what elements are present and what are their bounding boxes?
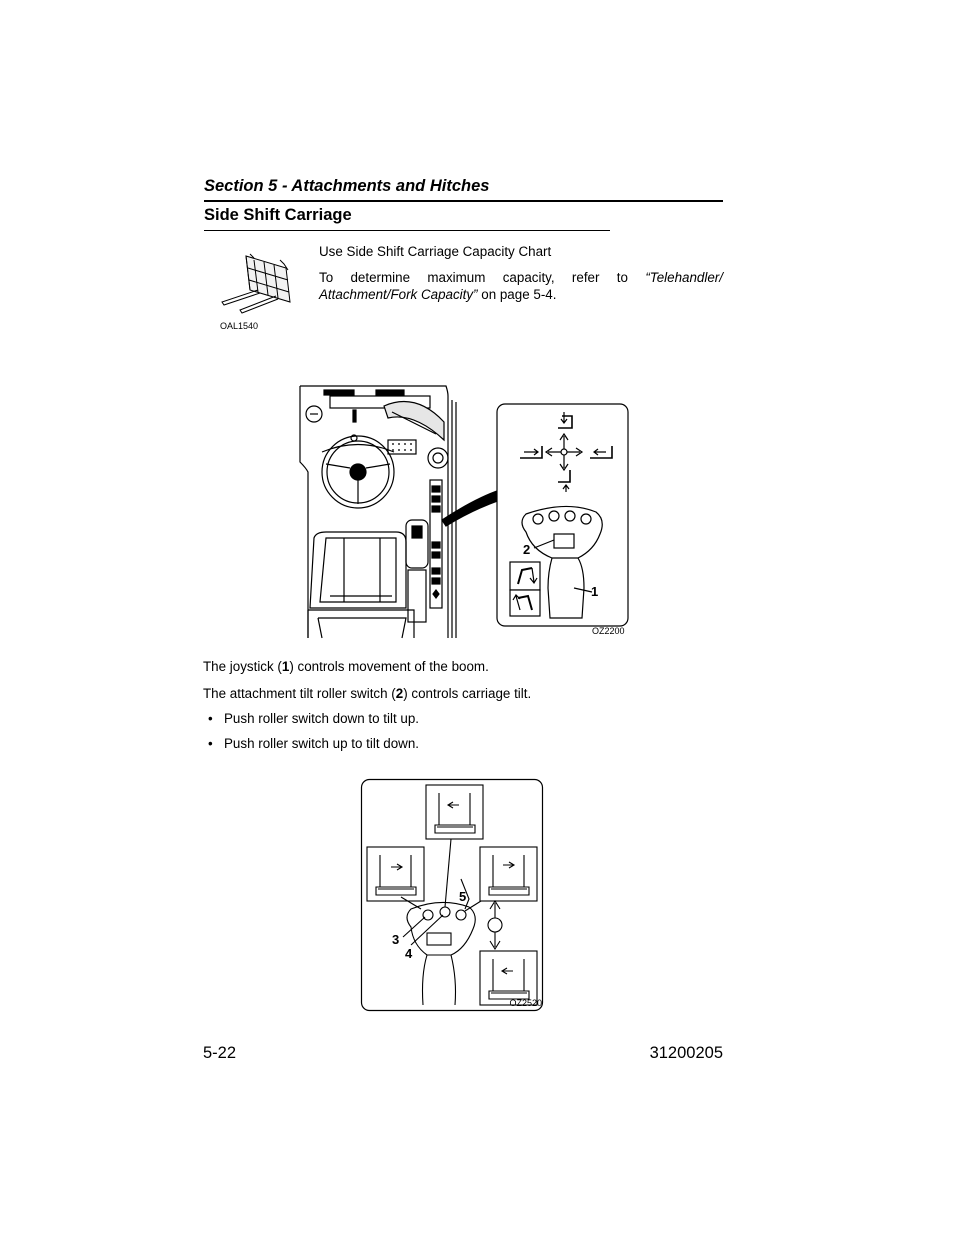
subsection-divider xyxy=(204,230,610,231)
capacity-reference-link[interactable]: “Telehandler/ Attachment/Fork Capacity” xyxy=(319,270,723,302)
joystick-paragraph: The joystick (1) controls movement of th… xyxy=(203,658,489,675)
bullet-item: Push roller switch down to tilt up. xyxy=(224,711,419,726)
tilt-paragraph: The attachment tilt roller switch (2) co… xyxy=(203,685,531,702)
label-3: 3 xyxy=(392,932,399,947)
tilt-number: 2 xyxy=(395,686,404,701)
cab-joystick-figure: 2 1 OZ2200 xyxy=(299,385,629,639)
capacity-pre: To determine maximum capacity, refer to xyxy=(319,270,628,285)
tilt-pre: The attachment tilt roller switch ( xyxy=(203,686,396,701)
joystick-number: 1 xyxy=(281,659,290,674)
figure2-code: OZ2520 xyxy=(509,998,542,1008)
joystick-pre: The joystick ( xyxy=(203,659,282,674)
side-shift-figure: 5 3 4 OZ2520 xyxy=(360,778,544,1012)
page-number: 5-22 xyxy=(203,1044,237,1062)
label-roller-switch: 2 xyxy=(523,542,530,557)
subsection-title: Side Shift Carriage xyxy=(204,206,352,224)
section-title: Section 5 - Attachments and Hitches xyxy=(204,177,490,195)
capacity-paragraph: To determine maximum capacity, refer to … xyxy=(319,269,723,303)
tilt-post: ) controls carriage tilt. xyxy=(403,686,532,701)
bullet-marker: • xyxy=(208,736,213,751)
chart-instruction: Use Side Shift Carriage Capacity Chart xyxy=(319,244,552,259)
image-code: OAL1540 xyxy=(220,321,259,331)
label-5: 5 xyxy=(459,889,466,904)
figure1-code: OZ2200 xyxy=(592,626,625,636)
label-4: 4 xyxy=(405,946,413,961)
joystick-post: ) controls movement of the boom. xyxy=(289,659,489,674)
section-divider xyxy=(204,200,723,202)
label-joystick: 1 xyxy=(591,584,598,599)
capacity-post: on page 5-4. xyxy=(481,287,557,302)
bullet-marker: • xyxy=(208,711,213,726)
bullet-item: Push roller switch up to tilt down. xyxy=(224,736,419,751)
document-number: 31200205 xyxy=(649,1044,723,1062)
side-shift-carriage-illustration xyxy=(221,253,291,314)
